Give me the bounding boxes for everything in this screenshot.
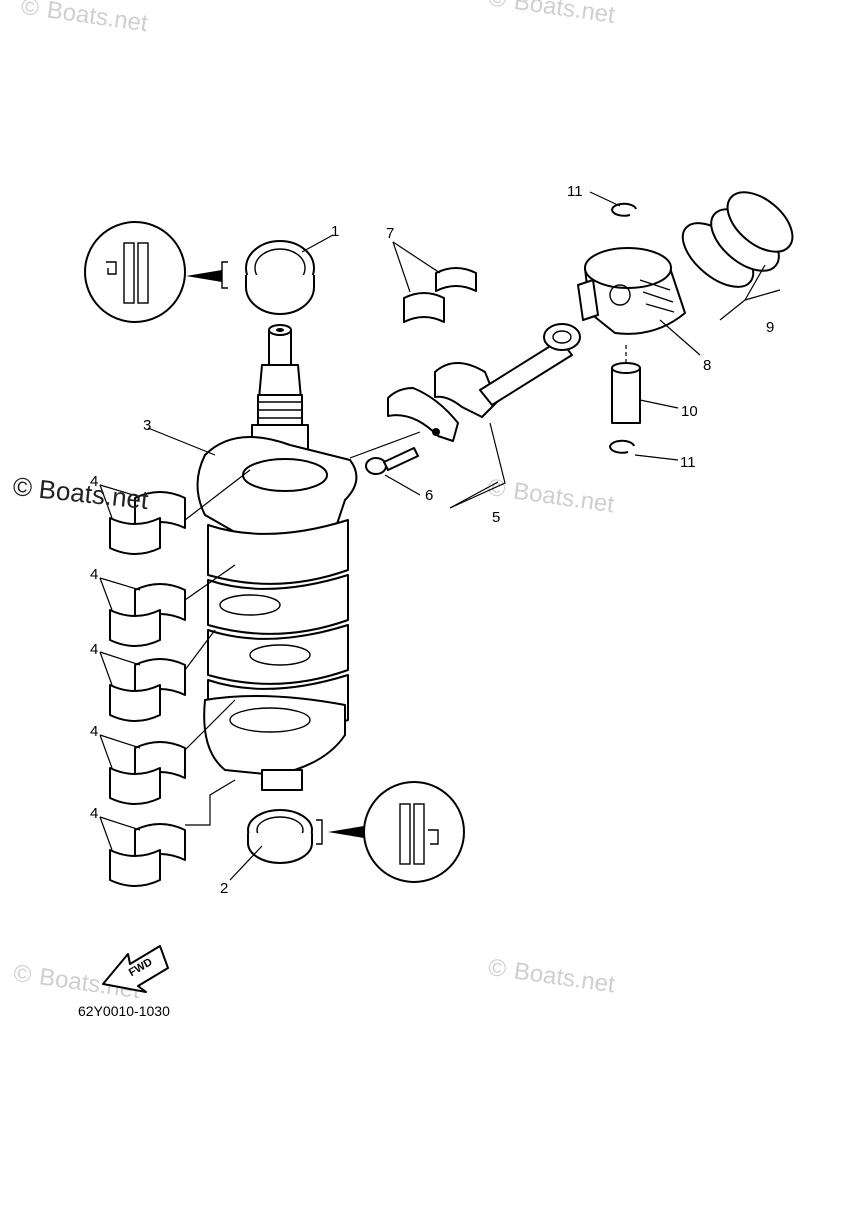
crankshaft-3 xyxy=(147,324,358,791)
arrow-pointer xyxy=(186,270,222,282)
watermark-symbol: © xyxy=(487,954,509,983)
watermark-symbol: © xyxy=(12,471,34,503)
callout-4: 4 xyxy=(90,566,98,583)
watermark-top-left: © Boats.net xyxy=(19,0,149,37)
callout-5: 5 xyxy=(492,509,500,526)
watermark-text: Boats.net xyxy=(512,958,617,999)
circlip-11-top xyxy=(589,191,637,217)
piston-8 xyxy=(577,247,701,356)
conrod-bolt-6 xyxy=(349,422,506,509)
callout-6: 6 xyxy=(425,487,433,504)
watermark-bottom-right: © Boats.net xyxy=(487,954,617,999)
forward-direction-arrow: FWD xyxy=(102,945,169,993)
watermark-text: Boats.net xyxy=(512,478,617,519)
seal-detail-top xyxy=(84,221,228,323)
watermark-symbol: © xyxy=(19,0,41,22)
piston-pin-10 xyxy=(611,345,679,424)
callout-11: 11 xyxy=(680,454,696,471)
arrow-pointer xyxy=(328,826,364,838)
watermark-overlay: © Boats.net xyxy=(12,471,151,515)
watermark-top-right: © Boats.net xyxy=(487,0,617,29)
watermark-text: Boats.net xyxy=(37,474,150,515)
callout-4: 4 xyxy=(90,723,98,740)
watermark-symbol: © xyxy=(12,960,34,989)
main-bearing-set-b xyxy=(99,564,236,647)
seal-detail-bottom xyxy=(316,781,465,883)
diagram-code: 62Y0010-1030 xyxy=(78,1003,170,1019)
watermark-text: Boats.net xyxy=(45,0,150,37)
callout-9: 9 xyxy=(766,319,774,336)
watermark-symbol: © xyxy=(486,474,508,503)
callout-4: 4 xyxy=(90,805,98,822)
callout-4: 4 xyxy=(90,473,98,490)
callout-4: 4 xyxy=(90,641,98,658)
callout-10: 10 xyxy=(681,403,698,420)
watermark-symbol: © xyxy=(487,0,509,14)
callout-3: 3 xyxy=(143,417,151,434)
callout-7: 7 xyxy=(386,225,394,242)
watermark-mid-right: © Boats.net xyxy=(486,474,616,519)
piston-rings-9 xyxy=(681,191,794,321)
main-bearing-set-d xyxy=(99,699,236,805)
oil-seal-2 xyxy=(229,809,313,881)
bushing-7 xyxy=(392,241,477,323)
oil-seal-1 xyxy=(245,234,334,315)
connecting-rod-5 xyxy=(387,323,581,442)
watermark-text: Boats.net xyxy=(512,0,617,29)
callout-1: 1 xyxy=(331,223,339,240)
main-bearing-set-a xyxy=(99,469,251,555)
main-bearing-set-e xyxy=(99,779,236,887)
callout-8: 8 xyxy=(703,357,711,374)
callout-11: 11 xyxy=(567,183,583,200)
main-bearing-set-c xyxy=(99,629,216,722)
callout-2: 2 xyxy=(220,880,228,897)
circlip-11-bottom xyxy=(609,439,679,461)
